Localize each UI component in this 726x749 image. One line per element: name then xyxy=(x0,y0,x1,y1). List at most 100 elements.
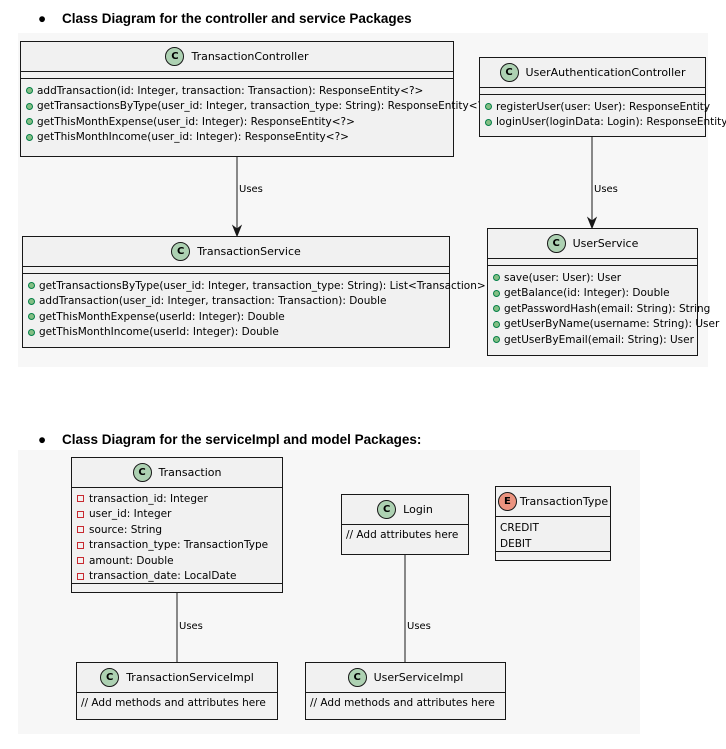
field-row: transaction_id: Integer xyxy=(77,491,277,507)
class-header: C UserAuthenticationController xyxy=(480,58,705,88)
private-field-icon xyxy=(77,572,84,580)
enum-values: CREDIT DEBIT xyxy=(496,517,610,556)
method-signature: getThisMonthExpense(user_id: Integer): R… xyxy=(37,115,355,128)
public-method-icon xyxy=(493,289,500,297)
class-badge-icon: C xyxy=(171,242,191,261)
class-name: TransactionService xyxy=(197,245,301,258)
method-row: getThisMonthExpense(userId: Integer): Do… xyxy=(28,309,444,325)
public-method-icon xyxy=(28,297,35,305)
class-badge-icon: C xyxy=(377,500,397,519)
class-transaction-service-impl: C TransactionServiceImpl // Add methods … xyxy=(76,662,278,720)
public-method-icon xyxy=(28,282,35,290)
method-compartment: addTransaction(id: Integer, transaction:… xyxy=(21,79,492,149)
class-user-service-impl: C UserServiceImpl // Add methods and att… xyxy=(305,662,506,720)
class-transaction-service: C TransactionService getTransactionsByTy… xyxy=(22,236,486,348)
field-row: user_id: Integer xyxy=(77,507,277,523)
method-signature: getPasswordHash(email: String): String xyxy=(504,302,711,315)
method-compartment: registerUser(user: User): ResponseEntity… xyxy=(480,95,726,134)
method-row: save(user: User): User xyxy=(493,270,692,286)
enum-transaction-type: E TransactionType CREDIT DEBIT xyxy=(495,486,611,561)
method-row: addTransaction(user_id: Integer, transac… xyxy=(28,294,444,310)
method-row: getPasswordHash(email: String): String xyxy=(493,301,710,317)
class-name: UserServiceImpl xyxy=(373,671,464,684)
public-method-icon xyxy=(485,118,492,126)
method-row: loginUser(loginData: Login): ResponseEnt… xyxy=(485,115,726,131)
private-field-icon xyxy=(77,510,84,518)
private-field-icon xyxy=(77,526,84,534)
arrowhead-icon xyxy=(231,224,243,238)
class-name: TransactionController xyxy=(191,50,309,63)
attribute-compartment xyxy=(21,72,453,79)
arrowhead-icon xyxy=(586,216,598,230)
method-signature: getUserByName(username: String): User xyxy=(504,318,720,331)
bullet: ● xyxy=(38,11,47,26)
public-method-icon xyxy=(493,274,500,282)
public-method-icon xyxy=(493,305,500,313)
method-row: getThisMonthIncome(userId: Integer): Dou… xyxy=(28,325,444,341)
public-method-icon xyxy=(26,133,33,141)
field-text: amount: Double xyxy=(89,554,174,567)
class-header: C Transaction xyxy=(72,458,282,488)
bullet: ● xyxy=(38,432,47,447)
class-badge-icon: C xyxy=(100,668,120,687)
field-row: amount: Double xyxy=(77,553,277,569)
public-method-icon xyxy=(493,336,500,344)
method-compartment xyxy=(72,583,282,592)
class-name: TransactionType xyxy=(519,495,609,508)
method-signature: registerUser(user: User): ResponseEntity xyxy=(496,100,711,113)
field-row: transaction_type: TransactionType xyxy=(77,538,277,554)
heading-text: Class Diagram for the controller and ser… xyxy=(62,11,412,26)
public-method-icon xyxy=(28,313,35,321)
private-field-icon xyxy=(77,541,84,549)
method-row: addTransaction(id: Integer, transaction:… xyxy=(26,83,448,99)
method-row: getBalance(id: Integer): Double xyxy=(493,286,692,302)
private-field-icon xyxy=(77,495,84,503)
field-text: user_id: Integer xyxy=(89,508,172,521)
class-header: C UserService xyxy=(488,229,697,259)
method-row: getUserByEmail(email: String): User xyxy=(493,332,694,348)
uses-label: Uses xyxy=(594,184,618,195)
method-row: getUserByName(username: String): User xyxy=(493,317,719,333)
public-method-icon xyxy=(485,103,492,111)
class-header: E TransactionType xyxy=(496,487,610,517)
class-header: C TransactionService xyxy=(23,237,449,267)
class-header: C Login xyxy=(342,495,468,525)
class-login: C Login // Add attributes here xyxy=(341,494,469,555)
attribute-compartment xyxy=(488,259,697,266)
class-name: UserAuthenticationController xyxy=(525,66,686,79)
method-compartment xyxy=(496,551,610,560)
class-badge-icon: C xyxy=(165,47,185,66)
method-signature: getThisMonthExpense(userId: Integer): Do… xyxy=(39,310,285,323)
heading-controller-service: ● Class Diagram for the controller and se… xyxy=(38,11,412,26)
field-row: source: String xyxy=(77,522,277,538)
public-method-icon xyxy=(26,118,33,126)
class-badge-icon: C xyxy=(546,234,566,253)
method-signature: getTransactionsByType(user_id: Integer, … xyxy=(39,279,486,292)
class-name: Login xyxy=(403,503,433,516)
note-text: // Add attributes here xyxy=(346,529,459,541)
uses-label: Uses xyxy=(407,621,431,632)
class-user-authentication-controller: C UserAuthenticationController registerU… xyxy=(479,57,726,137)
uses-label: Uses xyxy=(239,184,263,195)
enum-value: DEBIT xyxy=(500,538,532,550)
method-signature: addTransaction(id: Integer, transaction:… xyxy=(37,84,424,97)
note-text: // Add methods and attributes here xyxy=(310,697,495,709)
method-row: getThisMonthIncome(user_id: Integer): Re… xyxy=(26,130,448,146)
method-row: getTransactionsByType(user_id: Integer, … xyxy=(26,99,492,115)
field-text: transaction_id: Integer xyxy=(89,492,208,505)
class-badge-icon: C xyxy=(347,668,367,687)
class-name: UserService xyxy=(572,237,639,250)
class-header: C UserServiceImpl xyxy=(306,663,505,693)
public-method-icon xyxy=(28,328,35,336)
enum-value: CREDIT xyxy=(500,522,539,534)
field-row: transaction_date: LocalDate xyxy=(77,569,277,585)
public-method-icon xyxy=(26,102,33,110)
class-name: Transaction xyxy=(158,466,222,479)
field-text: source: String xyxy=(89,523,163,536)
class-header: C TransactionController xyxy=(21,42,453,72)
heading-serviceimpl-model: ●Class Diagram for the serviceImpl and m… xyxy=(38,432,421,447)
method-signature: getBalance(id: Integer): Double xyxy=(504,287,670,300)
private-field-icon xyxy=(77,557,84,565)
method-signature: getUserByEmail(email: String): User xyxy=(504,333,694,346)
